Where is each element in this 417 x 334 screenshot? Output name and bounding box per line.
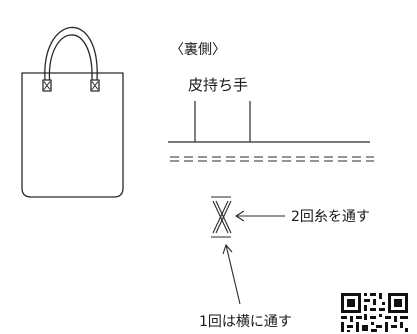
back-side-label: 〈裏側〉 [170, 41, 226, 58]
pass-twice-label: 2回糸を通す [291, 209, 370, 225]
pass-twice-arrow [234, 210, 285, 222]
bag-body [21, 72, 124, 198]
pass-once-arrow [222, 243, 241, 305]
leather-handle-label: 皮持ち手 [188, 76, 248, 94]
bag-strap-inner [48, 34, 93, 81]
pass-once-sideways-label: 1回は横に通す [199, 314, 292, 330]
bag-strap-outer [44, 26, 98, 81]
handle-section-diagram [168, 101, 374, 162]
qr-code [341, 293, 408, 332]
stitch-cross-detail [211, 196, 232, 238]
tote-bag-illustration [21, 26, 124, 198]
